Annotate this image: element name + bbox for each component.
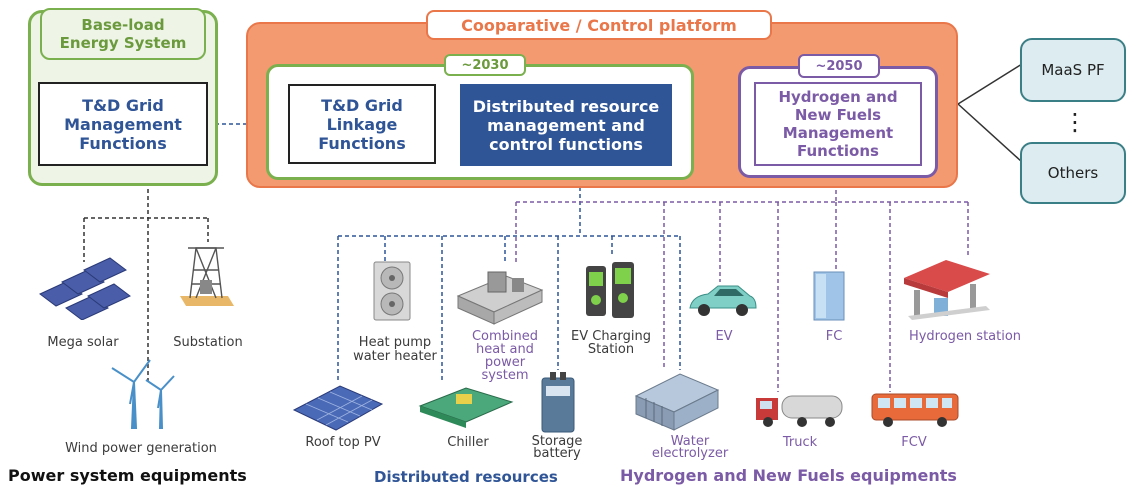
distributed-caption: Distributed resources (374, 468, 558, 486)
fuel-cell-icon (813, 271, 845, 321)
grid-linkage-box[interactable]: T&D Grid Linkage Functions (288, 84, 436, 164)
hydrogen-management-box[interactable]: Hydrogen and New Fuels Management Functi… (754, 82, 922, 166)
heat-pump-label: Heat pump water heater (353, 335, 437, 364)
ev-label: EV (715, 329, 733, 344)
truck-label: Truck (782, 435, 818, 450)
baseload-title: Base-load Energy System (40, 8, 206, 60)
truck-icon (756, 395, 843, 427)
water-electrolyzer-icon (634, 373, 720, 431)
chiller-label: Chiller (447, 435, 489, 450)
maas-pf-box[interactable]: MaaS PF (1020, 38, 1126, 102)
electrolyzer-label: Water electrolyzer (651, 434, 729, 461)
chiller-icon (418, 387, 514, 428)
ev-car-icon (689, 285, 757, 316)
grid-management-box[interactable]: T&D Grid Management Functions (38, 82, 208, 166)
storage-battery-icon (541, 372, 575, 433)
fcv-label: FCV (901, 435, 927, 450)
roof-pv-icon (292, 385, 384, 431)
mega-solar-label: Mega solar (47, 335, 119, 350)
mega-solar-icon (39, 257, 131, 320)
fc-label: FC (825, 329, 843, 344)
h2-station-label: Hydrogen station (908, 329, 1022, 344)
wind-turbine-icon (111, 359, 175, 429)
era-2050-badge: ~2050 (798, 54, 880, 78)
roof-pv-label: Roof top PV (305, 435, 381, 450)
power-system-caption: Power system equipments (8, 466, 247, 485)
hydrogen-station-icon (904, 260, 990, 320)
substation-icon (180, 247, 234, 306)
storage-label: Storage battery (531, 434, 583, 461)
ellipsis-dots: ⋮ (1063, 108, 1087, 136)
chp-label: Combined heat and power system (471, 329, 539, 383)
platform-title: Cooparative / Control platform (426, 10, 772, 40)
substation-label: Substation (173, 335, 243, 350)
others-box[interactable]: Others (1020, 142, 1126, 204)
era-2030-badge: ~2030 (444, 54, 526, 76)
ev-charging-label: EV Charging Station (571, 329, 651, 357)
heat-pump-icon (373, 261, 411, 321)
wind-label: Wind power generation (65, 441, 217, 456)
fcv-bus-icon (871, 393, 959, 427)
ev-charging-station-icon (586, 262, 634, 318)
distributed-management-box[interactable]: Distributed resource management and cont… (460, 84, 672, 166)
hydrogen-caption: Hydrogen and New Fuels equipments (620, 466, 957, 485)
chp-system-icon (456, 271, 544, 325)
